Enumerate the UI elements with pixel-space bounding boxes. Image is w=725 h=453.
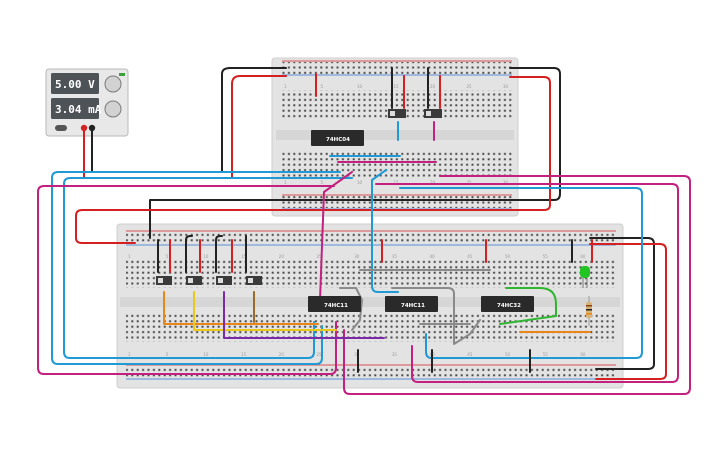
column-number-25: 25 [467, 180, 473, 185]
chip-u3[interactable]: 74HC11 [385, 296, 438, 312]
column-number-15: 15 [241, 352, 247, 357]
positive-terminal [80, 124, 88, 132]
column-number-35: 35 [392, 352, 398, 357]
top-terminal-lower [282, 150, 512, 178]
column-number-40: 40 [430, 254, 436, 259]
wire-magenta-to-chip[interactable] [319, 171, 353, 301]
wire-purple-signal[interactable] [223, 291, 385, 339]
column-number-5: 5 [321, 84, 324, 89]
wire-blue-left-inner[interactable] [63, 177, 353, 359]
column-number-30: 30 [503, 180, 509, 185]
column-number-10: 10 [357, 180, 363, 185]
wire-green-output[interactable] [499, 287, 557, 325]
resistor[interactable] [586, 296, 592, 326]
column-number-30: 30 [354, 352, 360, 357]
column-number-55: 55 [543, 254, 549, 259]
column-number-45: 45 [467, 352, 473, 357]
column-number-10: 10 [357, 84, 363, 89]
chip-u2-label: 74HC11 [324, 303, 348, 309]
column-number-15: 15 [241, 254, 247, 259]
slide-switch-1[interactable] [156, 276, 172, 285]
wire-blue-left-loop[interactable] [51, 171, 341, 365]
column-number-60: 60 [580, 254, 586, 259]
wire-bottom-ground-right[interactable] [589, 237, 655, 370]
column-number-25: 25 [467, 84, 473, 89]
column-number-10: 10 [203, 352, 209, 357]
slide-switch-3[interactable] [216, 276, 232, 285]
column-number-20: 20 [430, 180, 436, 185]
wire-blue-far-right[interactable] [399, 187, 643, 359]
column-number-20: 20 [279, 352, 285, 357]
wire-magenta-far-right[interactable] [343, 175, 691, 395]
led-body [580, 266, 590, 278]
wire-orange-signal[interactable] [163, 291, 319, 325]
column-number-20: 20 [279, 254, 285, 259]
column-number-15: 15 [394, 84, 400, 89]
column-number-10: 10 [203, 254, 209, 259]
wire-bottom-positive-right[interactable] [589, 243, 667, 380]
slide-switch-4[interactable] [246, 276, 262, 285]
column-number-50: 50 [505, 352, 511, 357]
slide-switch-2[interactable] [186, 276, 202, 285]
wire-switch-2-ground[interactable] [185, 235, 193, 273]
top-rail-upper [282, 62, 512, 74]
chip-u1[interactable]: 74HC04 [311, 130, 364, 146]
chip-u1-label: 74HC04 [326, 137, 350, 143]
slide-switch-6[interactable] [424, 109, 442, 118]
column-number-25: 25 [317, 254, 323, 259]
column-number-1: 1 [128, 254, 131, 259]
wire-gray-1[interactable] [339, 287, 363, 331]
column-number-60: 60 [580, 352, 586, 357]
column-number-1: 1 [284, 84, 287, 89]
current-display [51, 98, 99, 119]
voltage-display [51, 73, 99, 94]
wire-power-ground[interactable] [91, 67, 287, 173]
wire-yellow-signal[interactable] [193, 291, 337, 331]
column-number-15: 15 [394, 180, 400, 185]
column-number-30: 30 [354, 254, 360, 259]
slide-switches [156, 109, 442, 285]
column-number-1: 1 [284, 180, 287, 185]
column-number-45: 45 [467, 254, 473, 259]
column-number-20: 20 [430, 84, 436, 89]
wire-top-positive-right[interactable] [75, 76, 551, 244]
chip-u4-label: 74HC32 [497, 303, 521, 309]
bottom-rail-lower [126, 366, 616, 378]
wire-switch-3-ground[interactable] [215, 235, 223, 273]
voltage-knob[interactable] [104, 75, 122, 93]
wire-magenta-right-loop[interactable] [375, 183, 679, 383]
column-number-50: 50 [505, 254, 511, 259]
top-rail-lower [282, 196, 512, 208]
column-number-25: 25 [317, 352, 323, 357]
column-number-35: 35 [392, 254, 398, 259]
bottom-column-numbers: 1155101015152020252530303535404045455050… [128, 254, 586, 357]
led[interactable] [580, 266, 590, 288]
column-number-30: 30 [503, 84, 509, 89]
current-readout: 3.04 mA [55, 103, 102, 116]
negative-terminal [88, 124, 96, 132]
chip-u2[interactable]: 74HC11 [308, 296, 361, 312]
chip-u3-label: 74HC11 [401, 303, 425, 309]
column-number-5: 5 [166, 254, 169, 259]
current-knob[interactable] [104, 100, 122, 118]
slide-switch-5[interactable] [388, 109, 406, 118]
wires [37, 67, 691, 395]
chip-u4[interactable]: 74HC32 [481, 296, 534, 312]
column-number-5: 5 [166, 352, 169, 357]
wire-power-positive[interactable] [83, 75, 287, 179]
power-supply[interactable]: 5.00 V 3.04 mA [45, 68, 129, 137]
column-number-55: 55 [543, 352, 549, 357]
column-number-1: 1 [128, 352, 131, 357]
wire-blue-right-loop[interactable] [371, 169, 399, 293]
column-number-5: 5 [321, 180, 324, 185]
wire-magenta-left-loop[interactable] [37, 185, 337, 375]
voltage-readout: 5.00 V [55, 78, 95, 91]
wire-gray-2[interactable] [391, 287, 481, 345]
power-switch[interactable] [55, 125, 67, 131]
